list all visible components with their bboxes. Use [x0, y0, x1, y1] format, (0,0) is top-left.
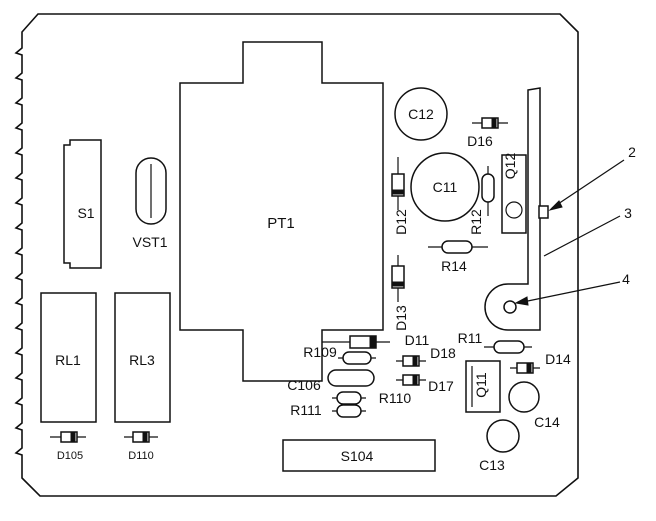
diode-d13: [391, 255, 405, 302]
label-d12: D12: [393, 209, 409, 235]
transformer-pt1: [179, 41, 384, 382]
label-d18: D18: [430, 345, 456, 361]
switch-s1: [63, 139, 102, 269]
label-s1: S1: [77, 205, 94, 221]
label-r11: R11: [458, 330, 483, 346]
label-vst1: VST1: [132, 234, 167, 250]
capacitor-c13: [486, 419, 520, 453]
label-r109: R109: [303, 344, 337, 360]
diode-d105: [50, 431, 86, 443]
label-r14: R14: [441, 258, 467, 274]
resistor-r109: [338, 351, 376, 365]
callout-2-leader: [551, 159, 625, 209]
label-c11: C11: [433, 179, 458, 195]
diode-d17: [396, 374, 426, 386]
capacitor-c14: [508, 381, 540, 413]
label-d11: D11: [405, 332, 430, 348]
label-c106: C106: [287, 377, 321, 393]
diode-d18: [396, 355, 426, 367]
callout-4: 4: [622, 271, 630, 287]
diode-d12: [391, 157, 405, 210]
callout-3: 3: [624, 205, 632, 221]
callout-4-arrowhead: [514, 296, 529, 306]
resistor-r111: [332, 404, 366, 418]
callout-2-arrowhead: [548, 200, 563, 211]
label-d105: D105: [57, 450, 83, 462]
relay-rl1: [40, 292, 97, 423]
resistor-r110: [332, 391, 366, 405]
resistor-r11: [484, 340, 532, 354]
relay-rl3: [114, 292, 171, 423]
callout-4-leader: [517, 281, 621, 304]
label-d16: D16: [467, 133, 493, 149]
label-r12: R12: [468, 209, 484, 235]
diode-d14: [510, 362, 540, 374]
label-d17: D17: [428, 378, 454, 394]
label-pt1: PT1: [267, 215, 295, 232]
diode-d110: [124, 431, 158, 443]
capacitor-c12: [394, 87, 448, 141]
diode-d11: [322, 335, 390, 349]
label-rl1: RL1: [55, 352, 81, 368]
callout-3-leader: [543, 215, 621, 257]
capacitor-c106: [327, 369, 375, 387]
label-rl3: RL3: [129, 352, 155, 368]
mounting-hole: [503, 300, 517, 314]
label-d14: D14: [545, 351, 571, 367]
diode-d16: [472, 117, 508, 129]
transistor-q12-mount: [505, 201, 523, 219]
label-s104: S104: [341, 448, 374, 464]
label-q12: Q12: [502, 153, 518, 180]
label-r110: R110: [379, 390, 412, 406]
transistor-q12: [501, 154, 527, 234]
label-q11: Q11: [473, 372, 489, 398]
label-c14: C14: [534, 414, 560, 430]
capacitor-c11: [410, 152, 480, 222]
label-r111: R111: [290, 402, 322, 418]
callout-2: 2: [628, 144, 636, 160]
label-c13: C13: [479, 457, 505, 473]
label-d110: D110: [128, 450, 153, 462]
switch-s104: [282, 439, 436, 472]
bracket-tab: [538, 205, 549, 219]
label-c12: C12: [408, 106, 434, 122]
label-d13: D13: [393, 305, 409, 331]
heatsink-bracket: [484, 87, 541, 331]
resistor-r14: [428, 240, 488, 254]
resistor-r12: [481, 166, 495, 216]
